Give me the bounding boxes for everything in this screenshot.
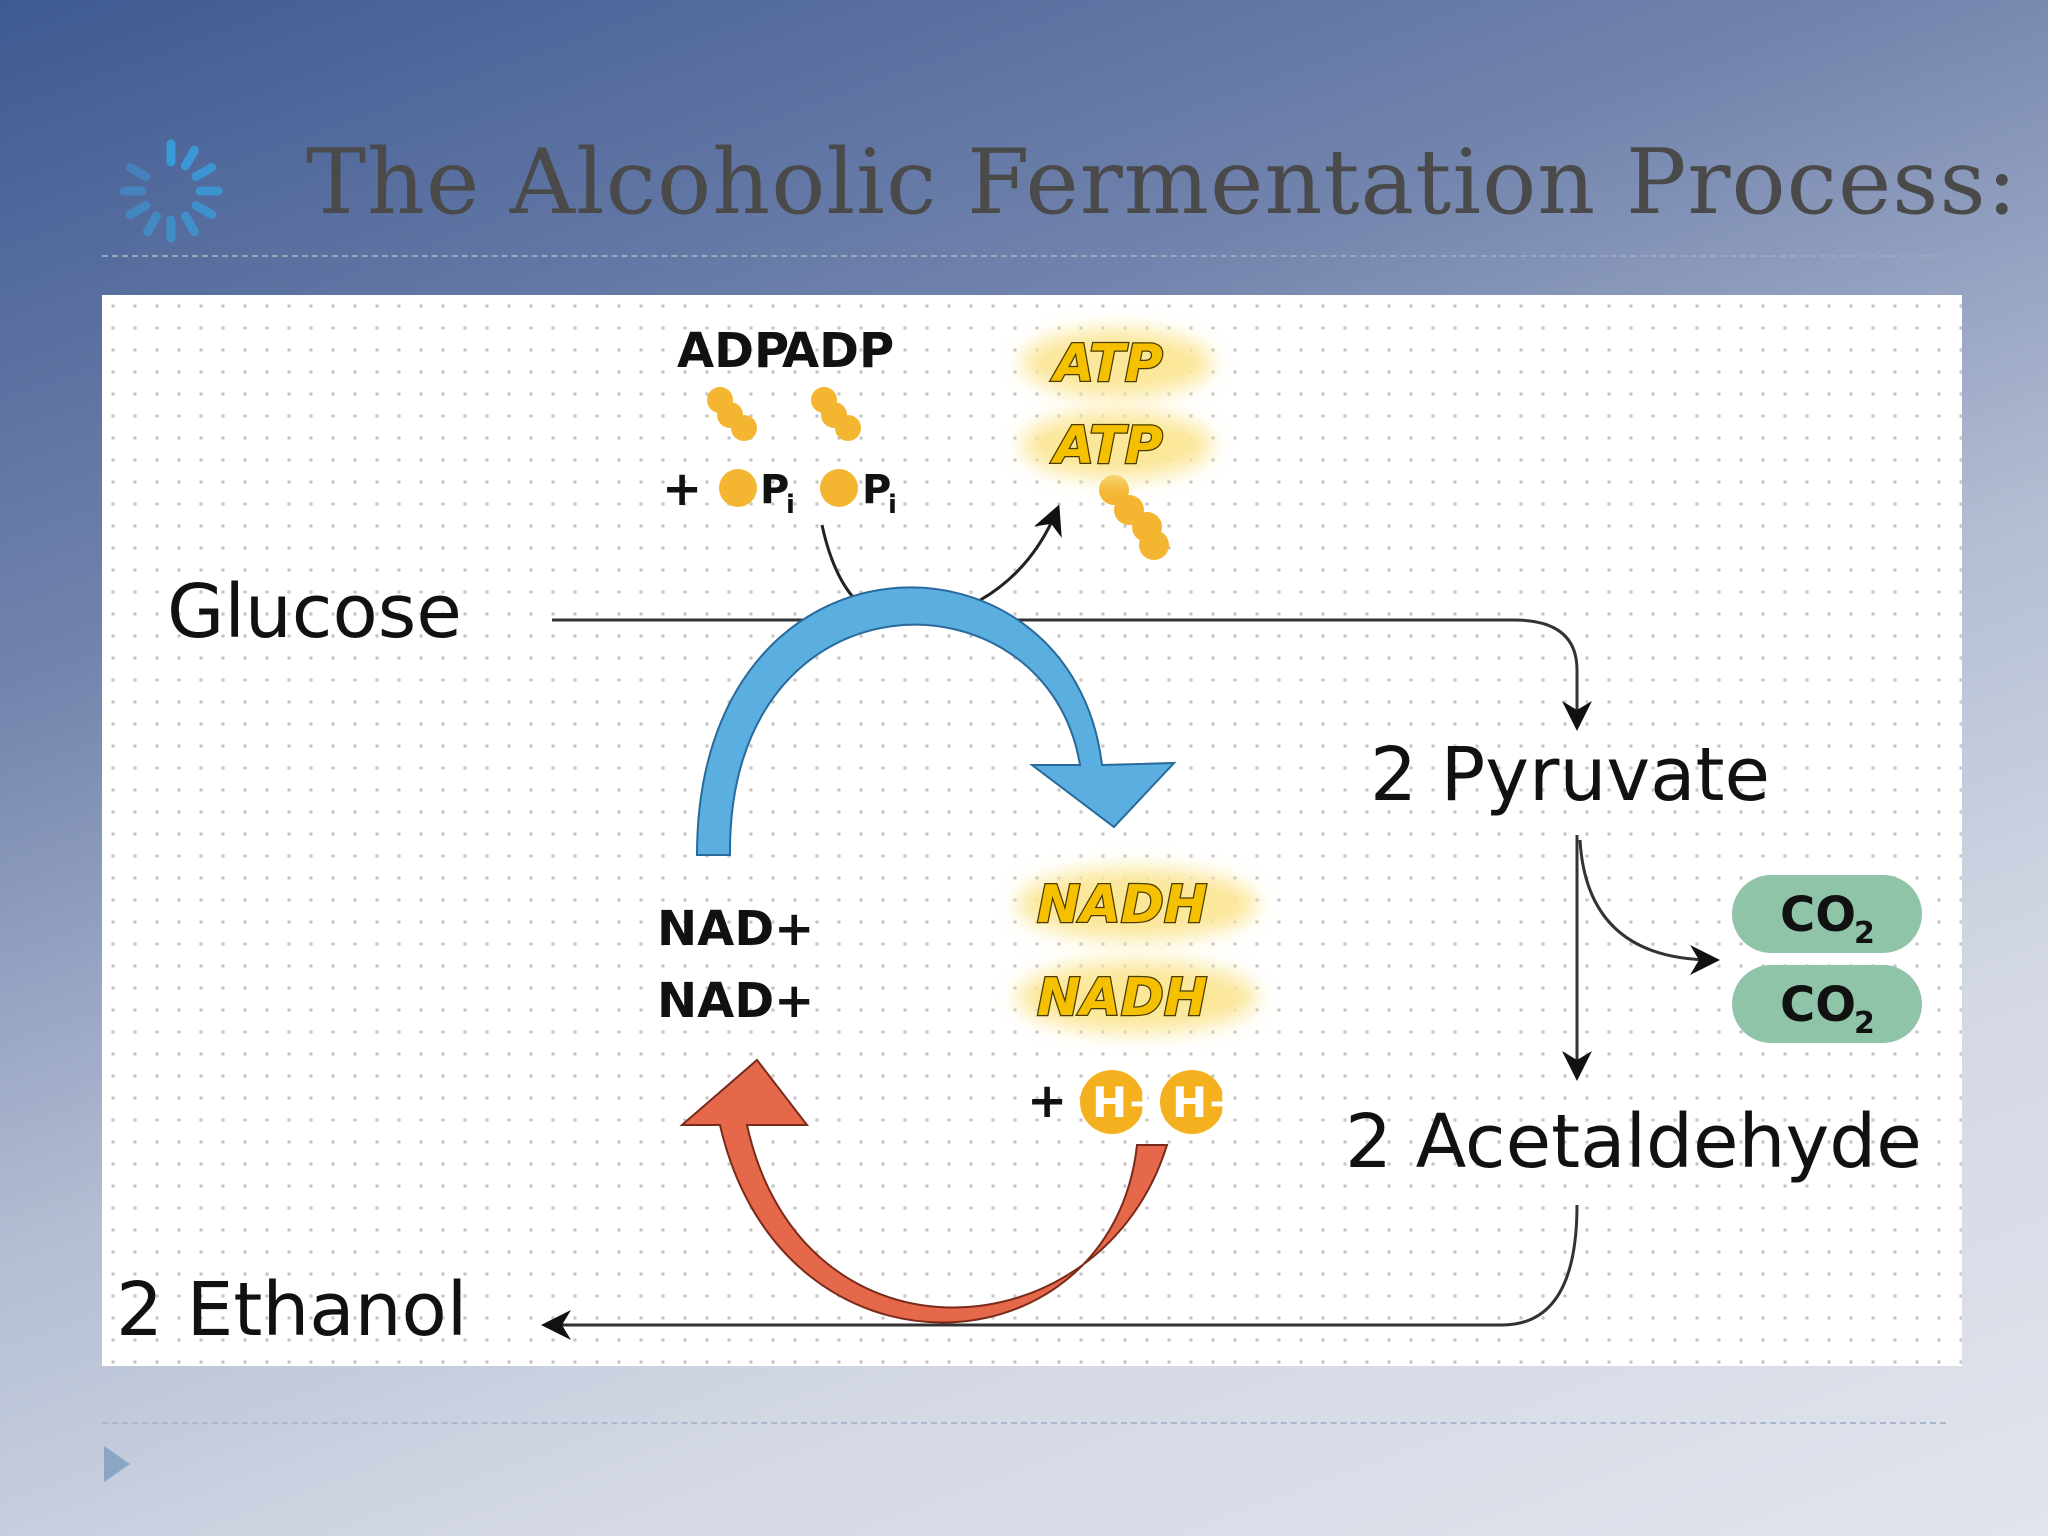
nad-label-2: NAD+ bbox=[657, 973, 814, 1029]
co2-pill-2 bbox=[1732, 965, 1922, 1043]
nad-label-1: NAD+ bbox=[657, 901, 814, 957]
adp-label-2: ADP bbox=[782, 323, 894, 379]
co2-label-2-sub: 2 bbox=[1854, 1006, 1875, 1041]
blue-cycle-arrow bbox=[695, 586, 1177, 856]
co2-pill-1 bbox=[1732, 875, 1922, 953]
h-plus-circle-1 bbox=[1080, 1070, 1144, 1134]
ethanol-label: 2 Ethanol bbox=[116, 1267, 467, 1353]
title-divider bbox=[102, 255, 1946, 257]
nadh-label-2: NADH bbox=[1037, 968, 1207, 1028]
atp-phosphate-icons bbox=[1099, 475, 1169, 560]
co2-label-1: CO bbox=[1780, 887, 1856, 943]
h-plus-label-2: H+ bbox=[1172, 1078, 1242, 1127]
glucose-to-pyruvate-line bbox=[552, 618, 1592, 731]
nadh-glow-1 bbox=[1017, 868, 1257, 940]
h-plus-sign: + bbox=[1027, 1073, 1067, 1129]
adp-phosphate-icons bbox=[707, 387, 861, 507]
pi-label-1: P bbox=[760, 467, 789, 513]
adp-label-1: ADP bbox=[677, 323, 789, 379]
glucose-label: Glucose bbox=[167, 569, 462, 655]
co2-label-2: CO bbox=[1780, 977, 1856, 1033]
atp-label-2: ATP bbox=[1050, 416, 1163, 476]
red-cycle-arrow bbox=[679, 1058, 1169, 1324]
pi-label-2-sub: i bbox=[888, 490, 897, 520]
co2-label-1-sub: 2 bbox=[1854, 916, 1875, 951]
footer-divider bbox=[102, 1422, 1946, 1424]
pyruvate-label: 2 Pyruvate bbox=[1370, 732, 1770, 818]
h-plus-label-1: H+ bbox=[1092, 1078, 1162, 1127]
pyruvate-to-co2-line bbox=[1578, 839, 1720, 975]
triangle-right-icon[interactable] bbox=[102, 1444, 132, 1484]
atp-glow-1 bbox=[1022, 329, 1212, 397]
fermentation-diagram: Glucose 2 Pyruvate 2 Acetaldehyde 2 Etha… bbox=[102, 295, 1962, 1366]
pi-label-1-sub: i bbox=[786, 490, 795, 520]
pi-label-2: P bbox=[862, 467, 891, 513]
acetaldehyde-to-ethanol-line bbox=[541, 1204, 1579, 1340]
acetaldehyde-label: 2 Acetaldehyde bbox=[1345, 1099, 1922, 1185]
atp-label-1: ATP bbox=[1050, 334, 1163, 394]
h-plus-circle-2 bbox=[1160, 1070, 1224, 1134]
nadh-glow-2 bbox=[1017, 961, 1257, 1033]
loading-spinner-icon bbox=[119, 139, 223, 243]
pi-plus-sign: + bbox=[662, 461, 702, 517]
atp-glow-2 bbox=[1022, 411, 1212, 479]
slide-title: The Alcoholic Fermentation Process: bbox=[306, 130, 2018, 235]
nadh-label-1: NADH bbox=[1037, 875, 1207, 935]
